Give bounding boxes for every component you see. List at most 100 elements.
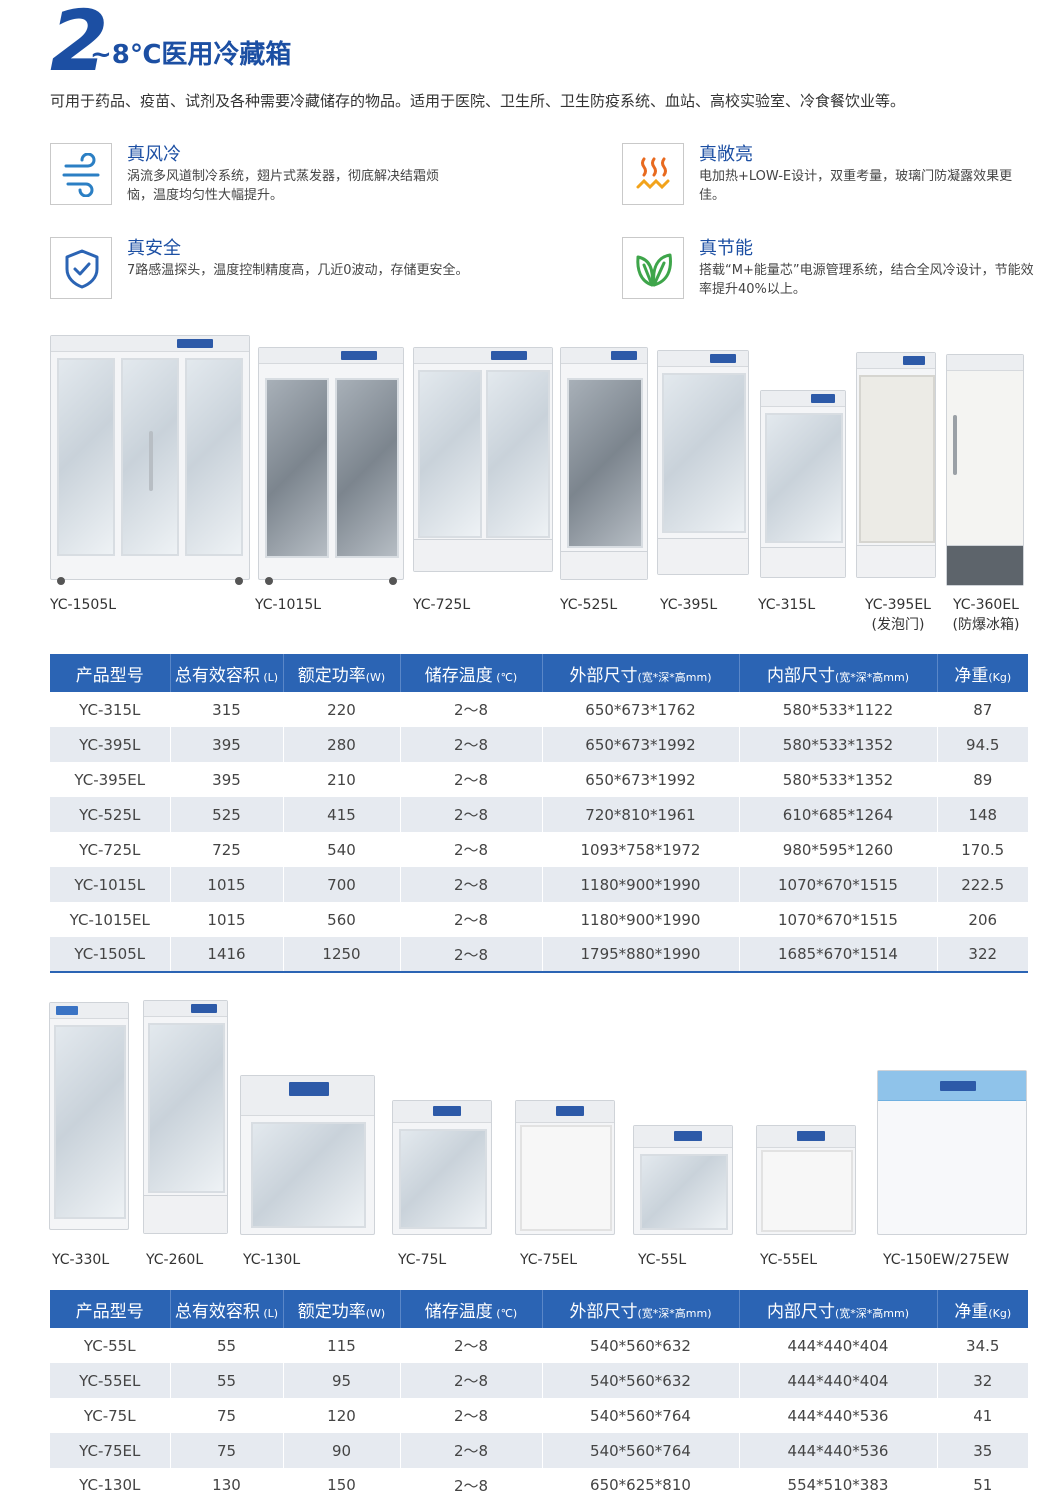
table-cell: 650*673*1762 <box>542 692 740 727</box>
product-label: YC-1015L <box>255 597 322 613</box>
table-cell: 94.5 <box>937 727 1028 762</box>
fridge-image <box>760 390 846 578</box>
feature-title: 真安全 <box>127 238 181 259</box>
header-temperature: 储存温度 (℃) <box>400 654 543 692</box>
table-cell: 525 <box>170 797 284 832</box>
table-cell: 650*625*810 <box>542 1468 740 1497</box>
table-cell: 315 <box>170 692 284 727</box>
product-label: YC-395L <box>660 597 718 613</box>
feature-title: 真风冷 <box>127 144 181 165</box>
table-cell: 650*673*1992 <box>542 727 740 762</box>
table-cell: 95 <box>283 1363 401 1398</box>
product-label: YC-395EL <box>865 597 931 613</box>
table-cell: 540*560*764 <box>542 1398 740 1433</box>
table-cell: 2～8 <box>400 1363 543 1398</box>
table-cell: YC-75L <box>50 1398 171 1433</box>
table-cell: YC-75EL <box>50 1433 171 1468</box>
table-cell: 280 <box>283 727 401 762</box>
table-cell: 2～8 <box>400 832 543 867</box>
header-external-size: 外部尺寸(宽*深*高mm) <box>542 1290 740 1328</box>
table-cell: 2～8 <box>400 762 543 797</box>
table-cell: 170.5 <box>937 832 1028 867</box>
table-header-row: 产品型号 总有效容积 (L) 额定功率(W) 储存温度 (℃) 外部尺寸(宽*深… <box>50 1290 1028 1328</box>
table-cell: 90 <box>283 1433 401 1468</box>
table-cell: 2～8 <box>400 1433 543 1468</box>
header-external-size: 外部尺寸(宽*深*高mm) <box>542 654 740 692</box>
table-cell: 222.5 <box>937 867 1028 902</box>
table-cell: 35 <box>937 1433 1028 1468</box>
table-cell: 395 <box>170 727 284 762</box>
table-cell: YC-1015EL <box>50 902 171 937</box>
table-cell: 120 <box>283 1398 401 1433</box>
table-cell: 444*440*404 <box>739 1363 938 1398</box>
table-cell: 55 <box>170 1328 284 1363</box>
product-label: YC-130L <box>243 1252 301 1268</box>
table-cell: 51 <box>937 1468 1028 1497</box>
fridge-image <box>560 347 648 580</box>
header-internal-size: 内部尺寸(宽*深*高mm) <box>739 1290 938 1328</box>
feature-bright: 真敞亮 电加热+LOW-E设计，双重考量，玻璃门防凝露效果更佳。 <box>622 143 1042 213</box>
table-header-row: 产品型号 总有效容积 (L) 额定功率(W) 储存温度 (℃) 外部尺寸(宽*深… <box>50 654 1028 692</box>
intro-text: 可用于药品、疫苗、试剂及各种需要冷藏储存的物品。适用于医院、卫生所、卫生防疫系统… <box>50 92 906 110</box>
table-cell: 1250 <box>283 937 401 973</box>
product-label: YC-330L <box>52 1252 110 1268</box>
table-cell: 150 <box>283 1468 401 1497</box>
spec-table-large: 产品型号 总有效容积 (L) 额定功率(W) 储存温度 (℃) 外部尺寸(宽*深… <box>50 654 1028 973</box>
table-cell: YC-130L <box>50 1468 171 1497</box>
fridge-image <box>143 1000 228 1234</box>
product-sublabel: (防爆冰箱) <box>952 617 1020 633</box>
fridge-image <box>392 1100 492 1235</box>
table-cell: 2～8 <box>400 692 543 727</box>
table-cell: 210 <box>283 762 401 797</box>
product-label: YC-150EW/275EW <box>883 1252 1010 1268</box>
fridge-image <box>515 1100 615 1235</box>
table-cell: 580*533*1352 <box>739 762 938 797</box>
header-power: 额定功率(W) <box>283 654 401 692</box>
title-number: 2 <box>50 0 108 90</box>
header-internal-size: 内部尺寸(宽*深*高mm) <box>739 654 938 692</box>
feature-desc: 7路感温探头，温度控制精度高，几近0波动，存储更安全。 <box>127 263 469 278</box>
table-cell: 75 <box>170 1398 284 1433</box>
table-cell: 720*810*1961 <box>542 797 740 832</box>
table-cell: 89 <box>937 762 1028 797</box>
table-cell: YC-525L <box>50 797 171 832</box>
leaf-icon <box>622 237 684 299</box>
table-cell: 1070*670*1515 <box>739 902 938 937</box>
title-text: ~8℃医用冷藏箱 <box>90 40 292 70</box>
table-cell: 540*560*632 <box>542 1363 740 1398</box>
table-cell: 725 <box>170 832 284 867</box>
feature-airflow: 真风冷 涡流多风道制冷系统，翅片式蒸发器，彻底解决结霜烦恼，温度均匀性大幅提升。 <box>50 143 490 213</box>
table-cell: 2～8 <box>400 867 543 902</box>
table-cell: 560 <box>283 902 401 937</box>
table-cell: 1795*880*1990 <box>542 937 740 973</box>
table-cell: 1015 <box>170 867 284 902</box>
heat-icon <box>622 143 684 205</box>
table-cell: 610*685*1264 <box>739 797 938 832</box>
page-title: 2 ~8℃医用冷藏箱 <box>50 0 650 90</box>
feature-desc: 电加热+LOW-E设计，双重考量，玻璃门防凝露效果更佳。 <box>699 169 1013 203</box>
product-label: YC-725L <box>413 597 471 613</box>
table-cell: YC-395EL <box>50 762 171 797</box>
feature-desc: 涡流多风道制冷系统，翅片式蒸发器，彻底解决结霜烦恼，温度均匀性大幅提升。 <box>127 169 440 203</box>
wind-icon <box>50 143 112 205</box>
product-label: YC-55EL <box>760 1252 818 1268</box>
fridge-image <box>49 1002 129 1230</box>
table-cell: 1070*670*1515 <box>739 867 938 902</box>
header-temperature: 储存温度 (℃) <box>400 1290 543 1328</box>
header-model: 产品型号 <box>50 1290 171 1328</box>
spec-table-small: 产品型号 总有效容积 (L) 额定功率(W) 储存温度 (℃) 外部尺寸(宽*深… <box>50 1290 1028 1497</box>
fridge-image <box>657 350 749 575</box>
fridge-image <box>856 352 936 578</box>
table-cell: 2～8 <box>400 727 543 762</box>
table-cell: 540 <box>283 832 401 867</box>
table-cell: 75 <box>170 1433 284 1468</box>
